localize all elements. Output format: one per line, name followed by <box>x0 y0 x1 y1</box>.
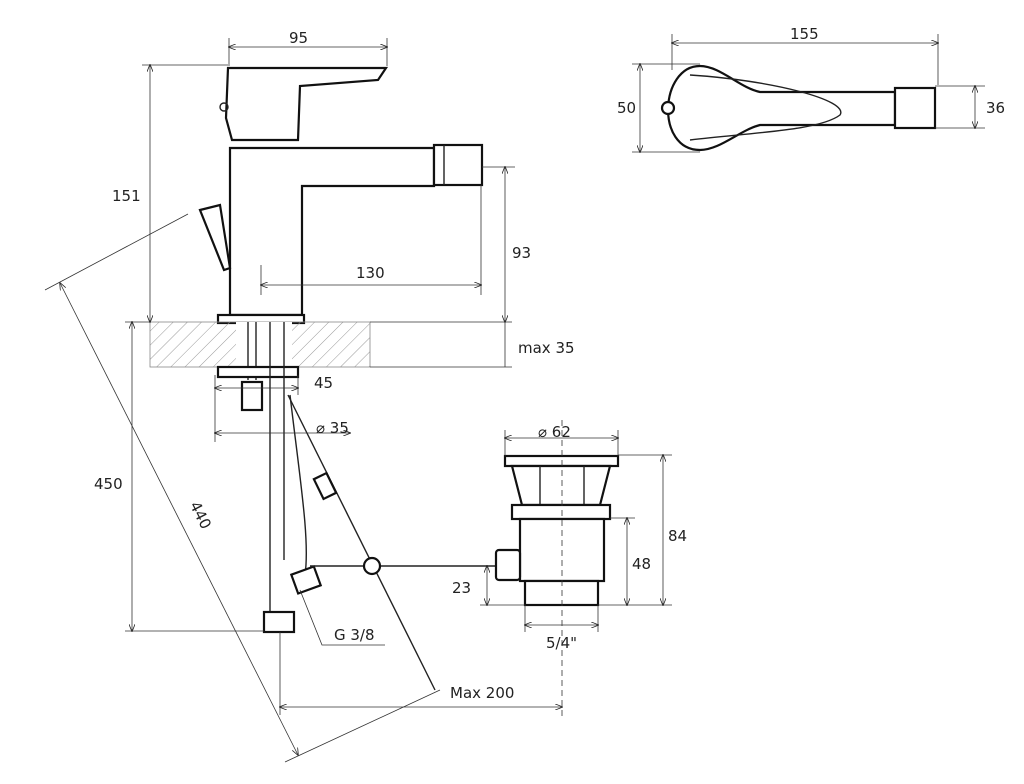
dim-45: 45 <box>314 374 333 392</box>
dim-5-4: 5/4" <box>546 634 577 652</box>
dim-drain-62: ⌀ 62 <box>538 423 571 441</box>
dim-23: 23 <box>452 579 471 597</box>
dimension-lines <box>44 34 985 763</box>
dim-95: 95 <box>289 29 308 47</box>
dim-84: 84 <box>668 527 687 545</box>
dim-48: 48 <box>632 555 651 573</box>
label-g-3-8: G 3/8 <box>334 626 375 644</box>
dim-440: 440 <box>186 498 215 532</box>
faucet-top-view <box>660 64 937 152</box>
dim-450: 450 <box>94 475 123 493</box>
dim-93: 93 <box>512 244 531 262</box>
dim-max-35: max 35 <box>518 339 575 357</box>
dim-50: 50 <box>617 99 636 117</box>
popup-rod <box>287 394 496 691</box>
dim-36: 36 <box>986 99 1005 117</box>
drain-pop-up <box>494 420 620 720</box>
dim-151: 151 <box>112 187 141 205</box>
dim-hole-35: ⌀ 35 <box>316 419 349 437</box>
dim-max-200: Max 200 <box>450 684 514 702</box>
mounting-stud <box>216 322 323 634</box>
dim-155: 155 <box>790 25 819 43</box>
dim-130: 130 <box>356 264 385 282</box>
